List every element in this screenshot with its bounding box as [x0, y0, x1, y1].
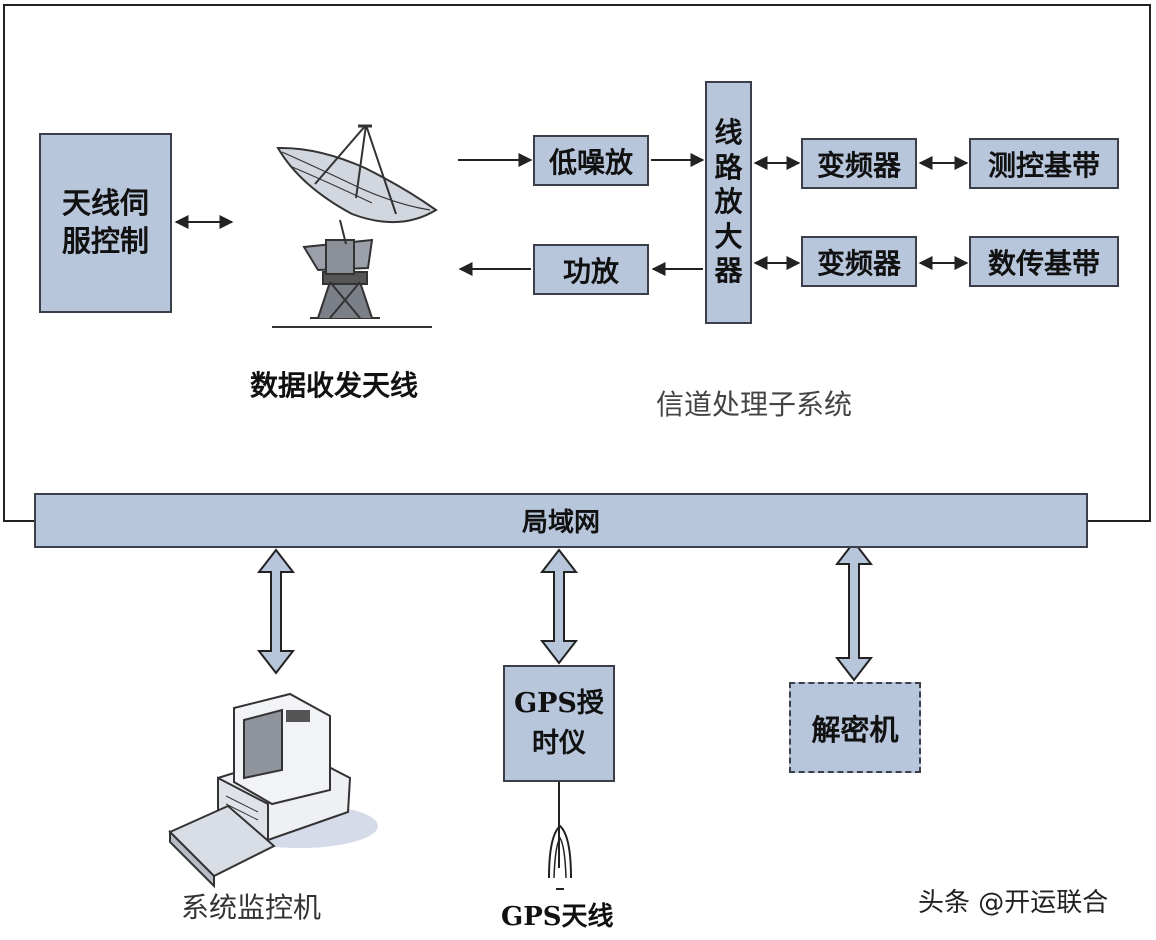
- data-baseband-box: 数传基带: [969, 236, 1119, 287]
- data-antenna-label: 数据收发天线: [250, 369, 419, 402]
- frequency-converter-2-box: 变频器: [801, 236, 917, 287]
- frequency-converter-1-box: 变频器: [801, 138, 917, 189]
- antenna-servo-box: 天线伺 服控制: [39, 133, 172, 313]
- line-amplifier-box: 线 路 放 大 器: [705, 81, 752, 324]
- gps-antenna-icon: [548, 824, 572, 890]
- lan-decryptor-arrow: [834, 540, 874, 682]
- satellite-dish-icon: [272, 124, 438, 328]
- pa-box: 功放: [533, 244, 649, 295]
- subsystem-frame: [3, 4, 1151, 522]
- gps-timer-box: GPS授 时仪: [503, 665, 615, 782]
- lan-monitor-arrow: [256, 548, 296, 675]
- decryptor-box: 解密机: [789, 682, 921, 773]
- channel-subsystem-label: 信道处理子系统: [656, 388, 853, 421]
- lan-gps-arrow: [539, 548, 579, 665]
- gps-antenna-label: GPS天线: [501, 902, 614, 932]
- monitor-pc-label: 系统监控机: [181, 891, 322, 924]
- watermark: 头条 @开运联合: [918, 888, 1109, 918]
- lna-box: 低噪放: [533, 135, 649, 186]
- desktop-computer-icon: [168, 692, 378, 889]
- lan-bar: 局域网: [34, 493, 1088, 548]
- ttc-baseband-box: 测控基带: [969, 138, 1119, 189]
